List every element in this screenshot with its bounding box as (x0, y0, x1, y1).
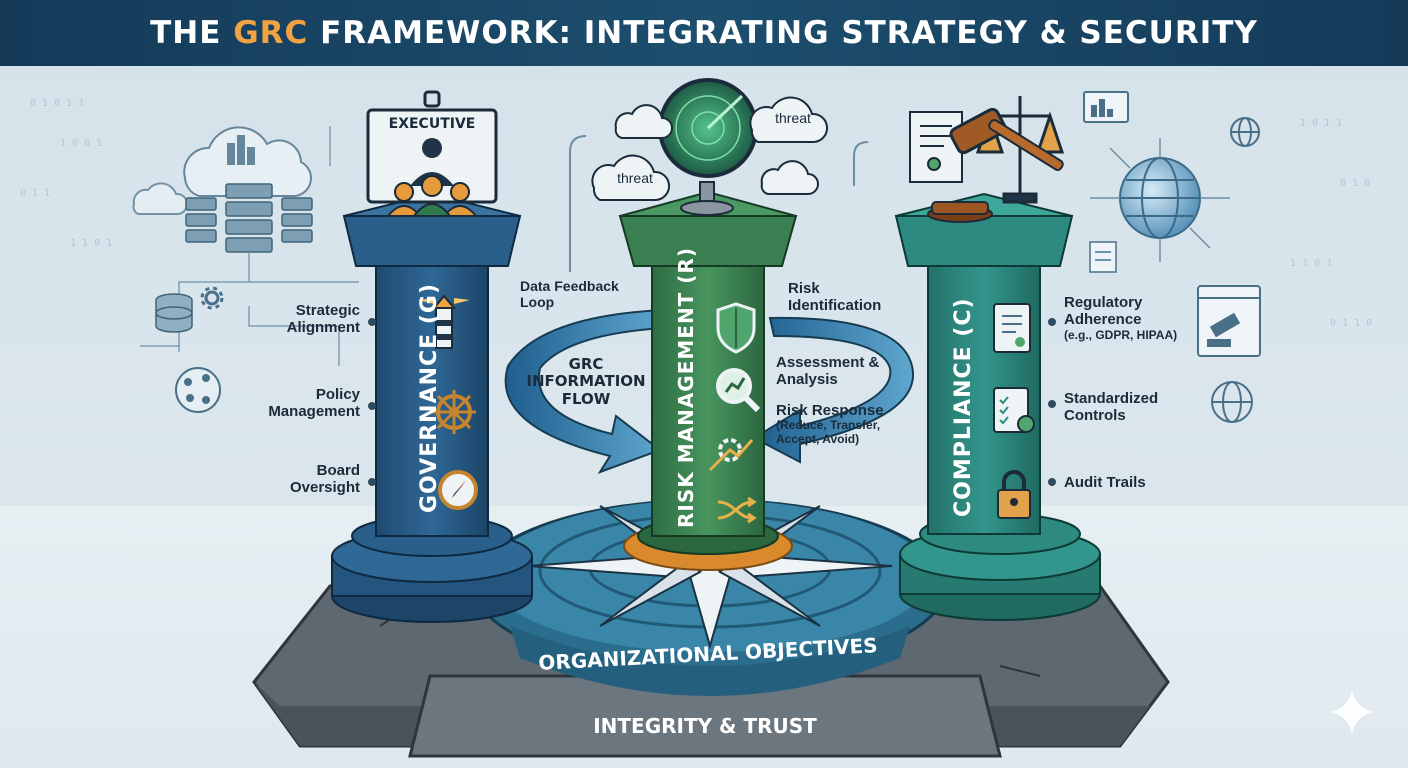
diagram-artwork: 0 1 0 1 1 1 0 0 1 0 1 1 1 1 0 1 1 0 1 1 0 1 … (0, 66, 1408, 758)
globe-icon (1119, 157, 1201, 239)
page-title: THE GRC FRAMEWORK: INTEGRATING STRATEGY … (150, 15, 1258, 51)
label-policy-management: Policy Management (268, 386, 360, 421)
label-risk-identification: Risk Identification (788, 280, 882, 315)
svg-text:0 1 0: 0 1 0 (1340, 178, 1370, 189)
label-board-oversight: Board Oversight (289, 462, 360, 497)
shield-icon (716, 302, 756, 354)
padlock-icon (997, 470, 1031, 519)
globe-network-lines (1090, 138, 1230, 262)
pillar-name-compliance: COMPLIANCE (C) (951, 297, 976, 517)
sparkle-icon (1330, 690, 1374, 734)
checkbox-doc-icon (1089, 241, 1117, 273)
cloud-icon (183, 126, 312, 197)
binary-rain: 0 1 0 1 1 1 0 0 1 0 1 1 1 1 0 1 1 0 1 1 0 1 … (20, 98, 1372, 329)
gear-icon-bg (200, 286, 224, 310)
executive-team-icon (385, 175, 479, 217)
label-strategic-alignment: Strategic Alignment (286, 302, 360, 337)
regulatory-adherence-title: Regulatory Adherence (1064, 294, 1143, 329)
governance-pillar (331, 192, 533, 623)
label-regulatory-adherence: Regulatory Adherence (e.g., GDPR, HIPAA) (1064, 294, 1194, 342)
label-data-feedback-loop: Data Feedback Loop (520, 278, 619, 311)
svg-text:1 0 0 1: 1 0 0 1 (60, 138, 102, 149)
title-suffix: FRAMEWORK: INTEGRATING STRATEGY & SECURI… (308, 15, 1258, 51)
ship-wheel-icon (432, 390, 476, 434)
risk-response-title: Risk Response (776, 402, 884, 419)
storm-cloud-icon (614, 104, 819, 195)
label-grc-information-flow: GRC INFORMATION FLOW (526, 355, 646, 408)
gear-arrow-icon (708, 438, 754, 472)
svg-text:0 1 0 1 1: 0 1 0 1 1 (30, 98, 84, 109)
label-risk-response: Risk Response (Reduce, Transfer, Accept,… (776, 402, 926, 447)
gavel-icon (927, 107, 1064, 223)
executive-sign-label: EXECUTIVE (388, 116, 476, 132)
certificate-icon (993, 303, 1031, 353)
flow-arrow-left (751, 316, 915, 464)
label-assessment-analysis: Assessment & Analysis (776, 354, 880, 389)
svg-text:1 0 1 1: 1 0 1 1 (1300, 118, 1342, 129)
svg-text:0 1 1 0: 0 1 1 0 (1330, 318, 1372, 329)
foundation-label-integrity-trust: INTEGRITY & TRUST (593, 714, 817, 738)
threat-cloud-right (749, 96, 829, 143)
title-prefix: THE (150, 15, 234, 51)
pillar-name-risk: RISK MANAGEMENT (R) (674, 247, 698, 528)
compass-icon (438, 470, 478, 510)
gavel-window-icon (1197, 285, 1261, 357)
bracket-lines (569, 135, 869, 272)
pillar-name-governance: GOVERNANCE (G) (417, 282, 442, 513)
label-standardized-controls: Standardized Controls (1064, 390, 1159, 425)
regulatory-examples: (e.g., GDPR, HIPAA) (1064, 327, 1178, 342)
lighthouse-icon (418, 294, 470, 349)
globe-icon-small (1230, 117, 1260, 147)
threat-label-left: threat (617, 170, 653, 186)
svg-text:0 1 1: 0 1 1 (20, 188, 50, 199)
title-highlight: GRC (233, 15, 309, 51)
radar-icon (658, 78, 758, 216)
database-icon (155, 293, 193, 333)
legal-scroll-icon (909, 111, 963, 183)
network-graph-icon (175, 367, 221, 413)
flow-arrow-right (504, 308, 665, 474)
shuffle-arrows-icon (717, 496, 757, 524)
compliance-pillar (894, 192, 1101, 621)
svg-text:1 1 0 1: 1 1 0 1 (70, 238, 112, 249)
monitor-chart-icon (1083, 91, 1129, 123)
globe-icon-small-2 (1211, 381, 1253, 423)
threat-label-right: threat (775, 110, 811, 126)
label-connectors (368, 318, 1056, 486)
threat-cloud-left (591, 154, 671, 201)
magnifier-chart-icon (716, 368, 761, 413)
cloud-icon-small (132, 182, 188, 215)
risk-response-options: (Reduce, Transfer, Accept, Avoid) (776, 418, 881, 447)
title-bar: THE GRC FRAMEWORK: INTEGRATING STRATEGY … (0, 0, 1408, 66)
server-stack-icon (185, 183, 313, 253)
checklist-icon (993, 387, 1035, 433)
label-audit-trails: Audit Trails (1064, 474, 1146, 491)
svg-text:1 1 0 1: 1 1 0 1 (1290, 258, 1332, 269)
